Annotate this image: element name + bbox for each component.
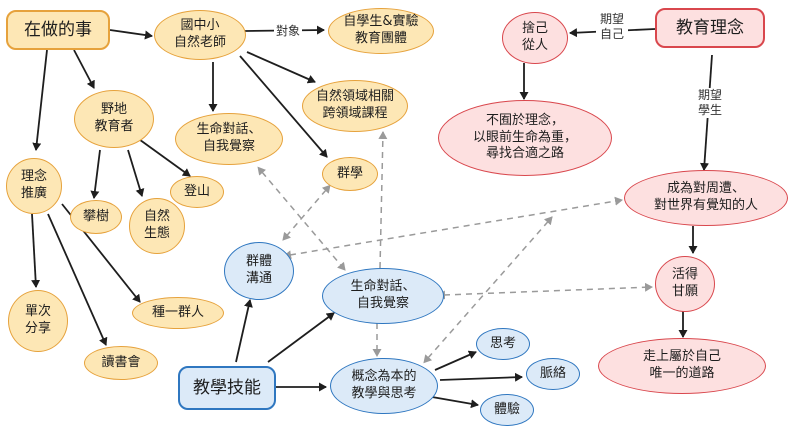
edge-field-to-ecology (127, 149, 145, 197)
node-hiking[interactable]: 登山 (170, 176, 224, 208)
dashed-edge-2 (282, 184, 331, 241)
edge-field-to-hiking (135, 136, 191, 177)
node-own-path[interactable]: 走上屬於自己 唯一的道路 (598, 338, 766, 394)
edge-label-target: 對象 (274, 24, 302, 39)
node-group-communication[interactable]: 群體 溝通 (224, 242, 294, 300)
node-not-bound[interactable]: 不囿於理念， 以眼前生命為重， 尋找合適之路 (438, 100, 612, 176)
node-cross-curriculum[interactable]: 自然領域相關 跨領域課程 (302, 80, 408, 132)
edge-teacher-to-curriculum (246, 51, 316, 84)
dashed-edge-3 (378, 131, 388, 269)
edge-promo-to-single-share (31, 213, 41, 288)
dashed-edge-5 (437, 282, 653, 300)
edge-concept-to-experience (431, 396, 479, 409)
node-concept-based[interactable]: 概念為本的 教學與思考 (330, 358, 438, 414)
node-philosophy[interactable]: 教育理念 (655, 8, 765, 48)
node-students[interactable]: 自學生&實驗 教育團體 (328, 8, 434, 54)
node-ecology[interactable]: 自然 生態 (129, 198, 185, 254)
node-thinking[interactable]: 思考 (476, 328, 530, 360)
edge-promo-to-book-club (47, 213, 108, 346)
edge-teacher-to-group-learning (239, 55, 328, 158)
node-teaching-skills[interactable]: 教學技能 (178, 366, 276, 410)
node-live-willingly[interactable]: 活得 甘願 (655, 256, 715, 312)
node-field-educator[interactable]: 野地 教育者 (74, 90, 154, 148)
dashed-edge-7 (423, 216, 553, 364)
dashed-edge-4 (283, 196, 623, 260)
node-book-club[interactable]: 讀書會 (84, 346, 158, 380)
edge-doing-to-field-educator (73, 49, 95, 89)
node-plant-people[interactable]: 種一群人 (132, 297, 224, 329)
edge-concept-to-thinking (434, 350, 477, 371)
edge-concept-to-context (439, 372, 523, 382)
edge-skill-to-group-comm (235, 299, 253, 363)
edge-doing-to-teacher (109, 29, 153, 40)
edge-label-expect-student: 期望 學生 (694, 88, 726, 118)
node-single-share[interactable]: 單次 分享 (8, 290, 68, 352)
node-teacher[interactable]: 國中小 自然老師 (154, 10, 246, 60)
node-life-dialogue-yellow[interactable]: 生命對話、 自我覺察 (175, 113, 283, 165)
edge-field-to-climbing (90, 149, 101, 199)
edge-doing-to-promotion (32, 49, 48, 151)
node-self-sacrifice[interactable]: 捨己 從人 (502, 12, 568, 64)
node-context[interactable]: 脈絡 (526, 358, 580, 390)
node-group-learning[interactable]: 群學 (322, 157, 378, 191)
edge-label-expect-self: 期望 自己 (596, 12, 628, 42)
node-doing[interactable]: 在做的事 (6, 10, 110, 50)
node-life-dialogue-blue[interactable]: 生命對話、 自我覺察 (322, 268, 444, 324)
node-become-aware[interactable]: 成為對周遭、 對世界有覺知的人 (624, 170, 788, 226)
node-promotion[interactable]: 理念 推廣 (6, 158, 62, 214)
node-tree-climbing[interactable]: 攀樹 (70, 200, 122, 234)
node-experience[interactable]: 體驗 (480, 394, 534, 426)
edge-skill-to-life-dialogue (267, 312, 335, 363)
